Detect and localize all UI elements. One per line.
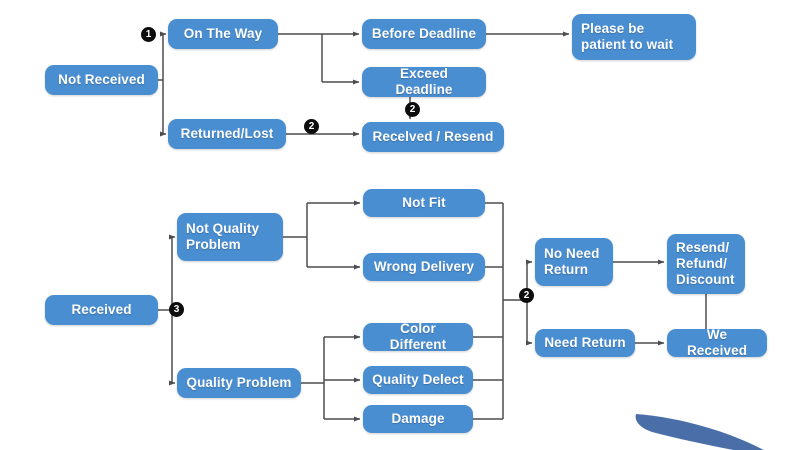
- marker-3-received-branch: 3: [169, 302, 184, 317]
- node-color-different[interactable]: Color Different: [363, 321, 473, 352]
- node-received[interactable]: Received: [45, 295, 158, 325]
- node-not-quality-problem[interactable]: Not Quality Problem: [177, 213, 283, 261]
- node-quality-delect[interactable]: Quality Delect: [363, 366, 473, 394]
- node-please-be-patient-to-wait[interactable]: Please be patient to wait: [572, 14, 696, 60]
- node-wrong-delivery[interactable]: Wrong Delivery: [363, 253, 485, 281]
- node-not-fit[interactable]: Not Fit: [363, 189, 485, 217]
- marker-1-not-received-branch: 1: [141, 27, 156, 42]
- node-no-need-return[interactable]: No Need Return: [535, 238, 613, 286]
- node-received-resend[interactable]: Recelved / Resend: [362, 122, 504, 152]
- node-quality-problem[interactable]: Quality Problem: [177, 368, 301, 398]
- marker-2-exceed-deadline: 2: [405, 102, 420, 117]
- node-need-return[interactable]: Need Return: [535, 329, 635, 357]
- node-returned-lost[interactable]: Returned/Lost: [168, 119, 286, 149]
- node-exceed-deadline[interactable]: Exceed Deadline: [362, 66, 486, 97]
- marker-2-return-decision: 2: [519, 288, 534, 303]
- node-on-the-way[interactable]: On The Way: [168, 19, 278, 49]
- node-resend-refund-discount[interactable]: Resend/ Refund/ Discount: [667, 234, 745, 294]
- node-not-received[interactable]: Not Received: [45, 65, 158, 95]
- node-damage[interactable]: Damage: [363, 405, 473, 433]
- node-we-received[interactable]: We Received: [667, 327, 767, 358]
- node-before-deadline[interactable]: Before Deadline: [362, 19, 486, 49]
- marker-2-returned-lost: 2: [304, 119, 319, 134]
